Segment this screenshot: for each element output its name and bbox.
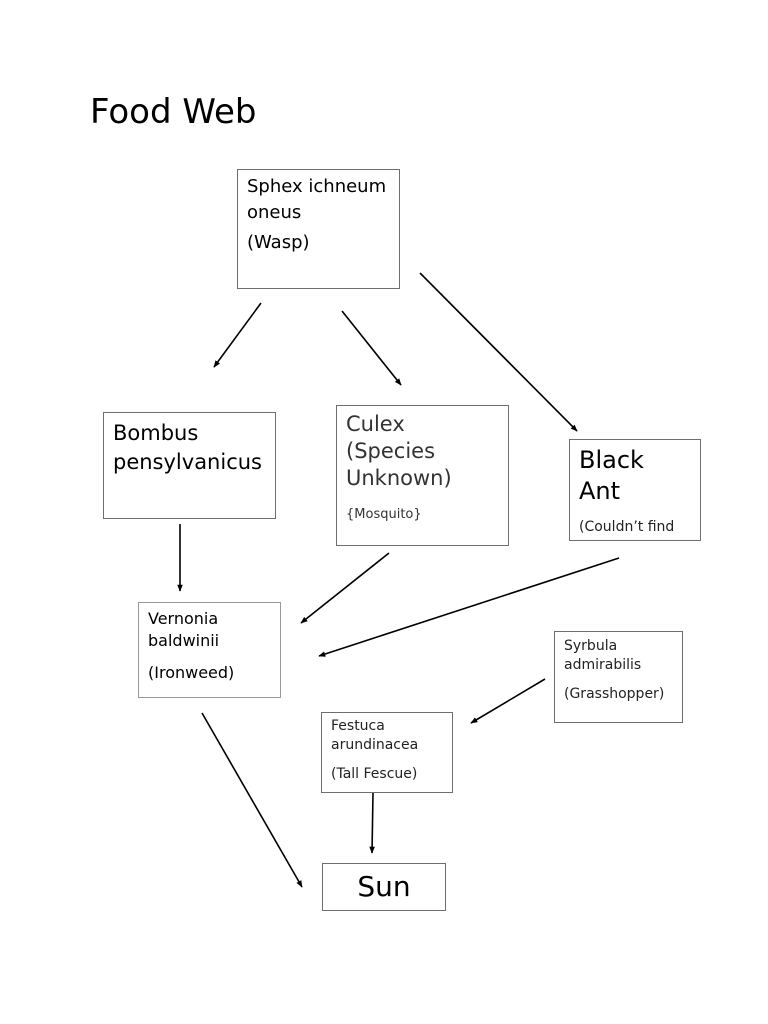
- node-culex: Culex (Species Unknown) {Mosquito}: [336, 405, 509, 546]
- arrow-wasp-to-culex: [341, 310, 402, 386]
- node-wasp-common: (Wasp): [247, 232, 310, 253]
- node-festuca-name: Festuca arundinacea: [331, 718, 419, 753]
- node-vernonia: Vernonia baldwinii (Ironweed): [138, 602, 281, 698]
- node-festuca: Festuca arundinacea (Tall Fescue): [321, 712, 453, 793]
- arrow-syrbula-to-festuca: [470, 678, 546, 724]
- page-title: Food Web: [90, 92, 257, 132]
- node-sun-name: Sun: [357, 870, 411, 903]
- node-wasp-name: Sphex ichneumoneus: [247, 176, 387, 223]
- node-wasp: Sphex ichneumoneus (Wasp): [237, 169, 400, 289]
- arrow-vernonia-to-sun: [201, 712, 303, 888]
- arrow-culex-to-vernonia: [300, 552, 390, 624]
- node-syrbula-name: Syrbula admirabilis: [564, 638, 642, 673]
- node-vernonia-name: Vernonia baldwinii: [148, 609, 220, 650]
- node-festuca-common: (Tall Fescue): [331, 766, 418, 782]
- node-bombus-name: Bombus pensylvanicus: [113, 421, 262, 474]
- node-syrbula-common: (Grasshopper): [564, 686, 665, 702]
- node-culex-name: Culex (Species Unknown): [346, 412, 452, 490]
- node-black-ant-name: Black Ant: [579, 446, 644, 505]
- node-bombus: Bombus pensylvanicus: [103, 412, 276, 519]
- arrow-festuca-to-sun: [369, 792, 375, 854]
- node-syrbula: Syrbula admirabilis (Grasshopper): [554, 631, 683, 723]
- node-black-ant-common: (Couldn’t find: [579, 519, 675, 535]
- node-sun: Sun: [322, 863, 446, 911]
- node-culex-common: {Mosquito}: [346, 507, 422, 522]
- arrow-wasp-to-bombus: [213, 302, 262, 368]
- node-vernonia-common: (Ironweed): [148, 663, 235, 682]
- node-black-ant: Black Ant (Couldn’t find: [569, 439, 701, 541]
